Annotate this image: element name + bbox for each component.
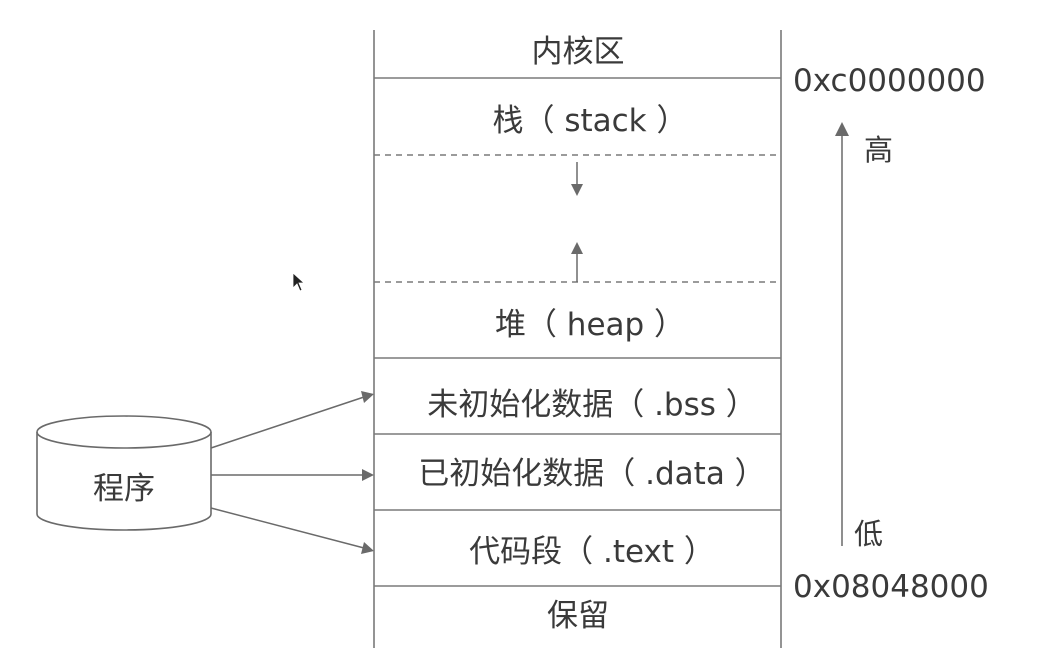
program-cylinder: [36, 415, 212, 531]
direction-high-label: 高: [864, 133, 893, 167]
segment-bss-label: 未初始化数据（ .bss ）: [427, 387, 757, 423]
direction-low-label: 低: [854, 517, 883, 551]
segment-stack-label: 栈（ stack ）: [492, 103, 687, 139]
segment-text-label: 代码段（ .text ）: [469, 534, 715, 570]
segment-kernel-label: 内核区: [532, 34, 625, 70]
address-up-arrow-icon: [835, 122, 849, 136]
program-to-text-arrow-icon: [361, 542, 374, 554]
mouse-cursor-icon: [292, 272, 306, 292]
segment-data-label: 已初始化数据（ .data ）: [418, 456, 765, 492]
address-top: 0xc0000000: [793, 63, 986, 99]
segment-reserved-label: 保留: [547, 598, 609, 634]
program-to-bss-arrow-icon: [361, 391, 374, 403]
stack-grow-down-arrow-icon: [571, 184, 583, 196]
program-to-text-arrow-shaft: [210, 507, 365, 549]
heap-grow-up-arrow-icon: [571, 242, 583, 254]
program-to-bss-arrow-shaft: [210, 396, 365, 449]
address-bottom: 0x08048000: [793, 569, 989, 605]
program-to-data-arrow-icon: [362, 469, 374, 481]
program-label: 程序: [93, 471, 155, 507]
segment-heap-label: 堆（ heap ）: [495, 307, 685, 343]
